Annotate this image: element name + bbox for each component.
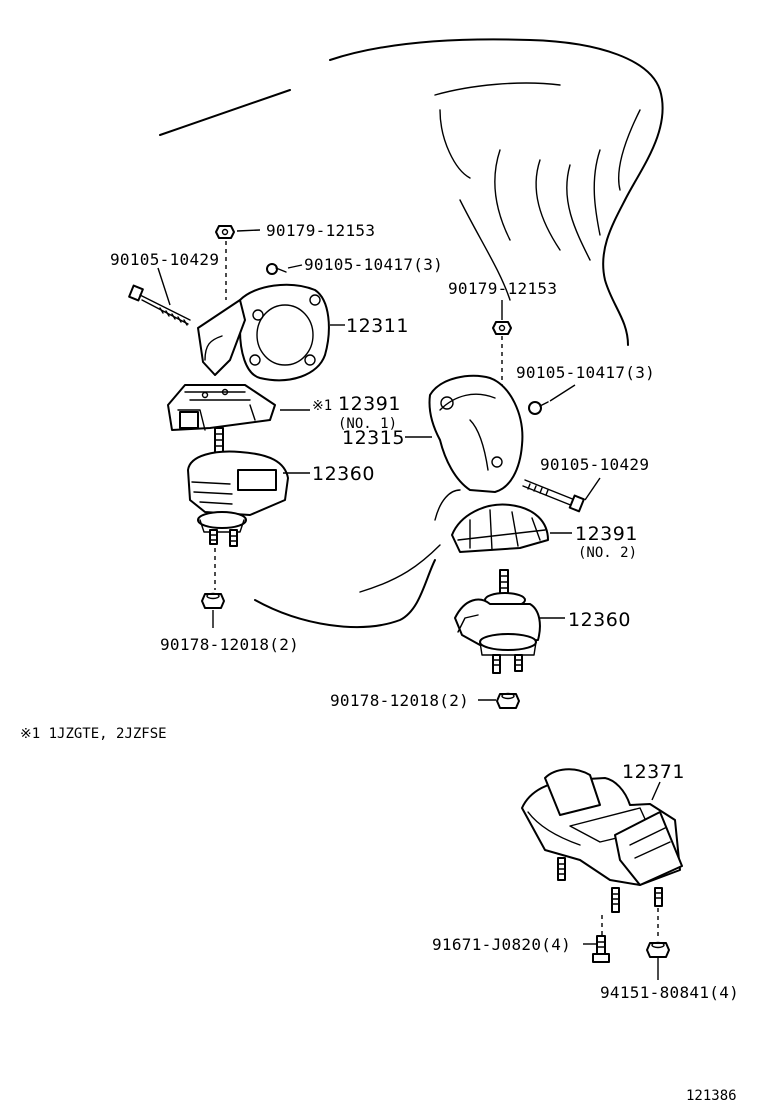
label-90105-10429-left: 90105-10429 <box>110 250 219 269</box>
label-12391-left: 12391 <box>338 393 401 415</box>
label-12311: 12311 <box>346 315 409 337</box>
bolt-90105-10417-left <box>266 263 287 275</box>
bolt-90105-10417-right <box>528 401 549 415</box>
label-12391-marker: ※1 <box>312 398 332 414</box>
insulator-12391-no2 <box>451 503 549 553</box>
label-90179-12153-right: 90179-12153 <box>448 279 557 298</box>
label-90179-12153-left: 90179-12153 <box>266 221 375 240</box>
insulator-12391-no1 <box>167 384 276 431</box>
insulator-12360-right <box>454 569 541 674</box>
label-12315: 12315 <box>342 427 405 449</box>
nut-90179-12153-right <box>492 321 512 335</box>
label-12360-left: 12360 <box>312 463 375 485</box>
nut-90178-12018-right <box>496 692 520 709</box>
footnote: ※1 1JZGTE, 2JZFSE <box>20 726 167 742</box>
bolt-90105-10429-right <box>522 479 585 513</box>
figure-id: 121386 <box>686 1088 737 1104</box>
bolt-91671-j0820 <box>592 935 610 963</box>
label-90105-10417-left: 90105-10417(3) <box>304 255 443 274</box>
left-mount-assembly <box>128 225 345 628</box>
label-90178-12018-left: 90178-12018(2) <box>160 635 299 654</box>
label-90105-10429-right: 90105-10429 <box>540 455 649 474</box>
label-12391-right: 12391 <box>575 523 638 545</box>
label-94151-80841: 94151-80841(4) <box>600 983 739 1002</box>
label-12391-no1: (NO. 1) <box>338 416 397 432</box>
label-12371: 12371 <box>622 761 685 783</box>
rear-mount-12371 <box>521 768 683 913</box>
right-mount-assembly <box>405 300 601 709</box>
label-12360-right: 12360 <box>568 609 631 631</box>
nut-90179-12153-left <box>215 225 235 239</box>
nut-94151-80841 <box>646 941 670 958</box>
label-90105-10417-right: 90105-10417(3) <box>516 363 655 382</box>
bracket-12315 <box>428 374 524 493</box>
bracket-12311 <box>197 283 330 382</box>
label-12391-no2: (NO. 2) <box>578 545 637 561</box>
nut-90178-12018-left <box>201 592 225 609</box>
bolt-90105-10429-left <box>128 284 191 326</box>
engine-outline <box>159 38 664 629</box>
label-90178-12018-right: 90178-12018(2) <box>330 691 469 710</box>
insulator-12360-left <box>187 427 289 547</box>
label-91671-j0820: 91671-J0820(4) <box>432 935 571 954</box>
